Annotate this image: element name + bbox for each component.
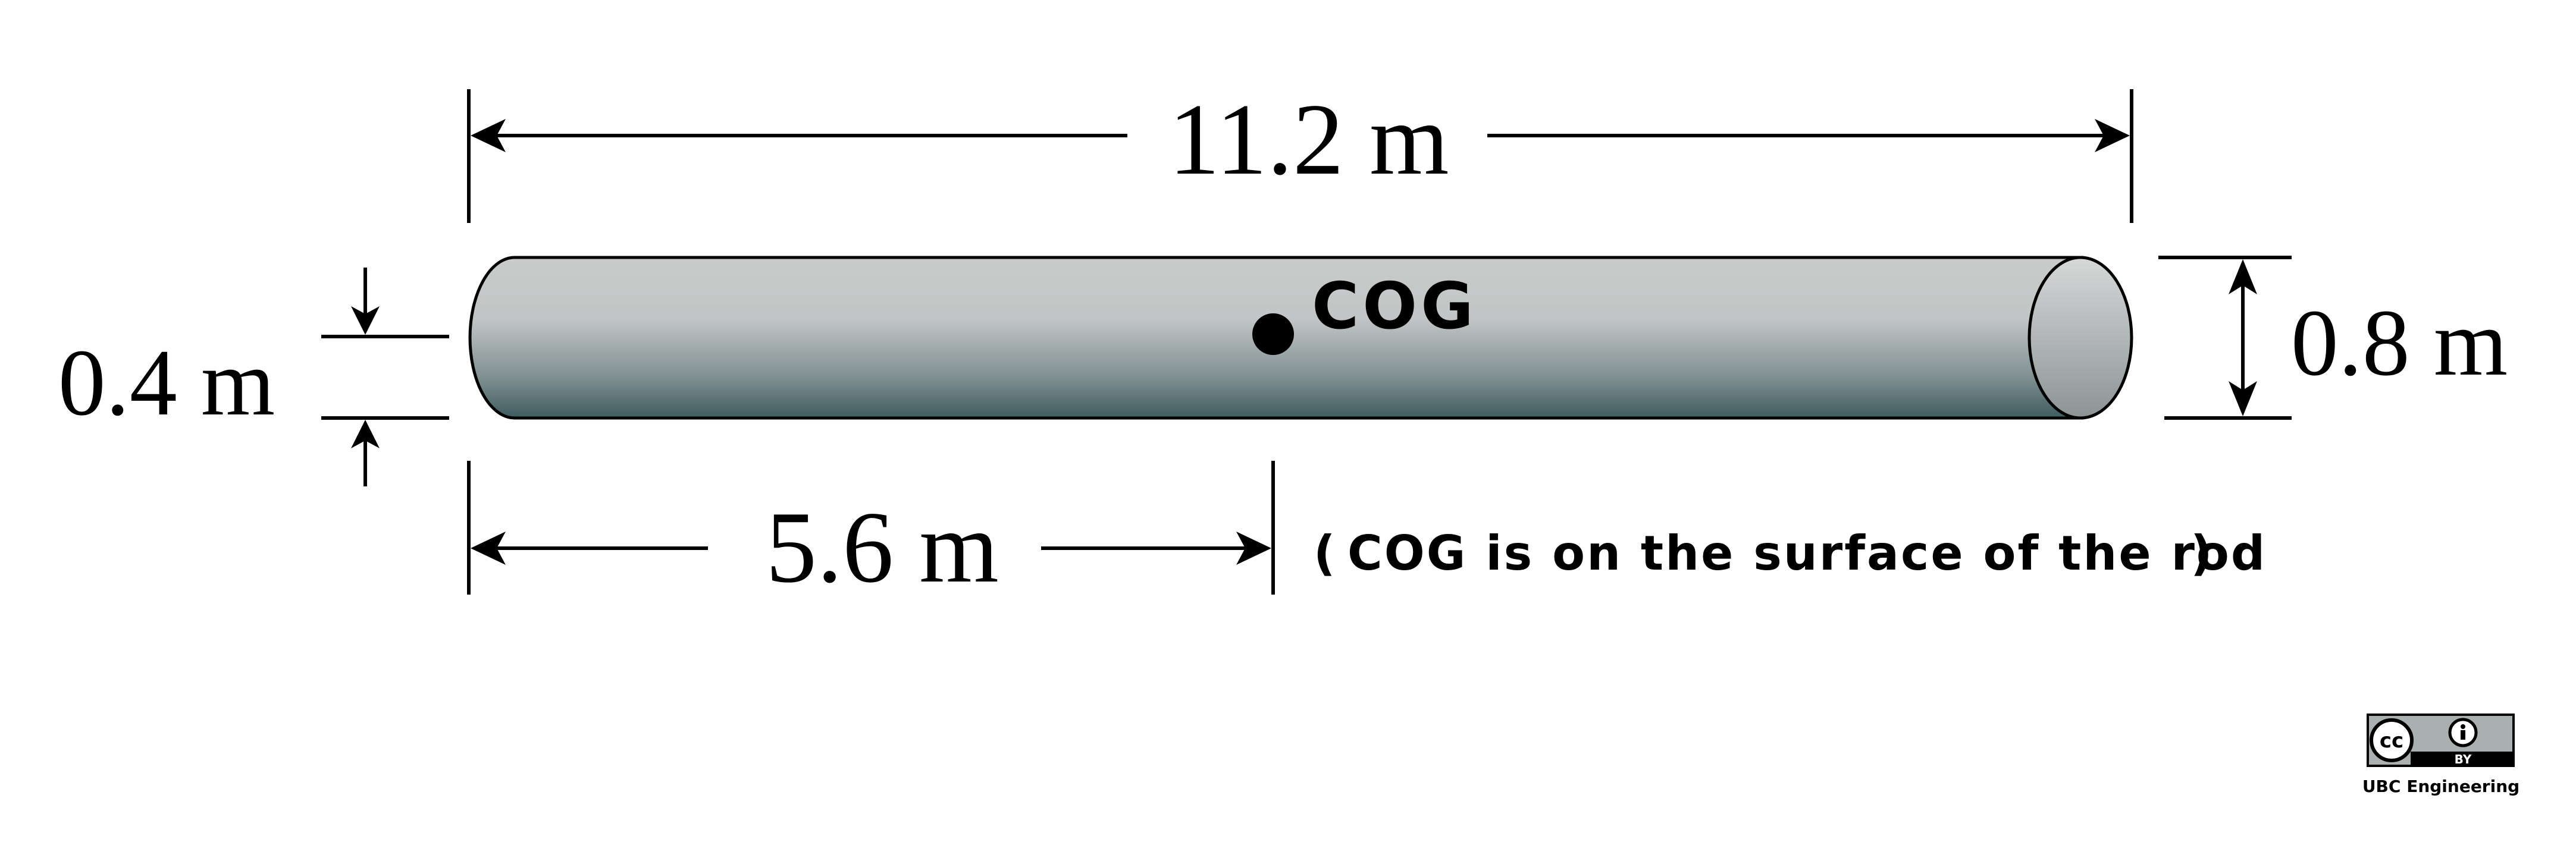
- arrow-down-icon: [351, 306, 380, 335]
- cc-by-license-badge: cc BY UBC Engineering: [2362, 714, 2519, 796]
- arrow-right-icon: [1236, 532, 1271, 565]
- cog-label: COG: [1312, 269, 1477, 344]
- arrow-left-icon: [471, 532, 506, 565]
- attribution-person-body: [2461, 730, 2465, 740]
- by-label: BY: [2455, 752, 2472, 766]
- length-label: 11.2 m: [1168, 83, 1449, 196]
- note-text: COG is on the surface of the rod: [1347, 526, 2267, 581]
- cog-marker: COG: [1252, 269, 1477, 355]
- arrow-up-icon: [2229, 259, 2257, 294]
- arrow-left-icon: [471, 119, 506, 152]
- note-close-paren: ): [2190, 526, 2213, 581]
- half-length-dimension: 5.6 m: [467, 461, 1275, 604]
- offset-label: 0.4 m: [58, 329, 275, 435]
- rod: [468, 256, 2133, 420]
- offset-dimension: 0.4 m: [58, 268, 449, 486]
- cc-icon-text: cc: [2380, 729, 2403, 753]
- rod-end-cap: [2027, 256, 2133, 420]
- license-badge-strip: [2411, 752, 2514, 766]
- arrow-up-icon: [351, 420, 380, 448]
- cog-dot: [1252, 313, 1294, 355]
- license-credit: UBC Engineering: [2362, 777, 2519, 796]
- cc-icon: [2370, 718, 2414, 762]
- arrow-down-icon: [2229, 381, 2257, 416]
- arrow-right-icon: [2095, 119, 2130, 152]
- attribution-person-head: [2461, 724, 2465, 729]
- cog-note: ( COG is on the surface of the rod ): [1314, 526, 2267, 581]
- length-dimension: 11.2 m: [467, 83, 2133, 223]
- half-length-label: 5.6 m: [766, 491, 999, 604]
- diameter-label: 0.8 m: [2291, 290, 2508, 395]
- note-open-paren: (: [1314, 526, 1336, 581]
- diameter-dimension: 0.8 m: [2158, 256, 2508, 420]
